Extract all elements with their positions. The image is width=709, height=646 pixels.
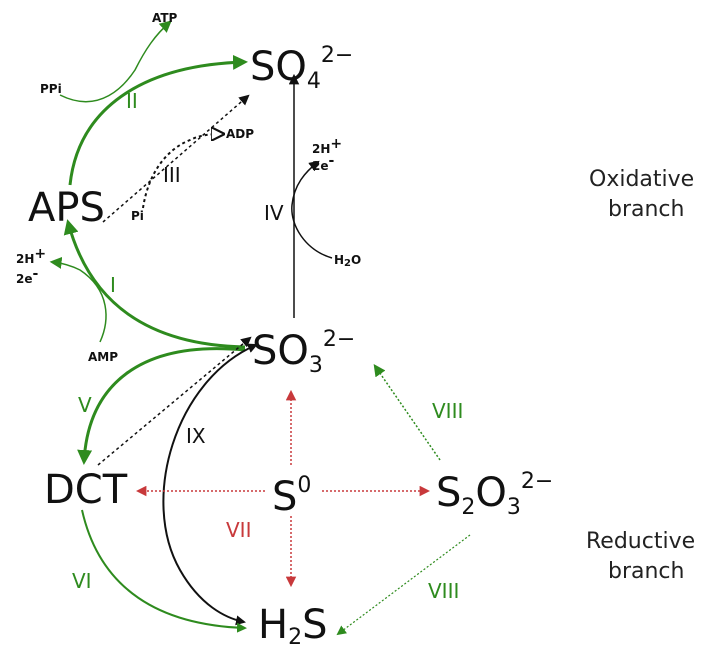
cofactor-electrons-i: 2e- [16,266,39,286]
step-label-viii-lower: VIII [428,579,459,603]
species-hydrogen-sulfide: H2S [258,602,327,646]
arrow-step-viii-lower [336,534,471,636]
arrow-step-iii [102,94,250,223]
arrow-step-i [63,219,246,349]
species-aps: APS [28,185,105,231]
branch-reductive-line2: branch [608,559,684,584]
species-thiosulfate: S2O32− [436,469,553,520]
arrow-step-vi [81,509,247,633]
cofactor-amp: AMP [88,350,118,364]
step-label-ix: IX [186,424,206,448]
arrow-step-ii [68,54,248,186]
cofactor-arrow-ppi-atp [59,20,172,103]
step-label-i: I [110,273,116,297]
cofactor-electrons-iv: 2e- [312,153,335,173]
cofactor-arrow-amp [49,256,107,343]
step-label-vi: VI [72,569,92,593]
cofactor-protons-electrons-i: 2H+ [16,246,46,266]
species-sulfate: SO42− [250,43,353,94]
cofactor-atp: ATP [152,11,178,25]
branch-oxidative-line1: Oxidative [589,167,694,192]
branch-reductive-line1: Reductive [586,529,695,554]
step-label-iv: IV [264,201,284,225]
arrow-step-ix [162,343,258,626]
step-label-viii-upper: VIII [432,399,463,423]
cofactor-ppi: PPi [40,82,62,96]
species-elemental-sulfur: S0 [272,473,311,520]
step-label-iii: III [163,163,181,187]
cofactor-adp: ADP [226,127,254,141]
cofactor-water: H2O [334,253,361,269]
branch-oxidative-line2: branch [608,197,684,222]
species-sulfite: SO32− [252,327,355,378]
arrow-dct-to-sulfite [97,336,252,466]
species-dct: DCT [44,467,128,513]
cofactor-arrow-pi-adp [142,134,222,209]
step-label-v: V [78,393,92,417]
arrow-step-viii-upper [373,364,441,461]
step-label-vii: VII [226,518,251,542]
cofactor-protons-electrons-iv: 2H+ [312,136,342,156]
cofactor-arrow-h2o [291,160,333,259]
step-label-ii: II [126,89,138,113]
arrow-step-v [77,347,246,465]
cofactor-pi: Pi [131,209,144,223]
